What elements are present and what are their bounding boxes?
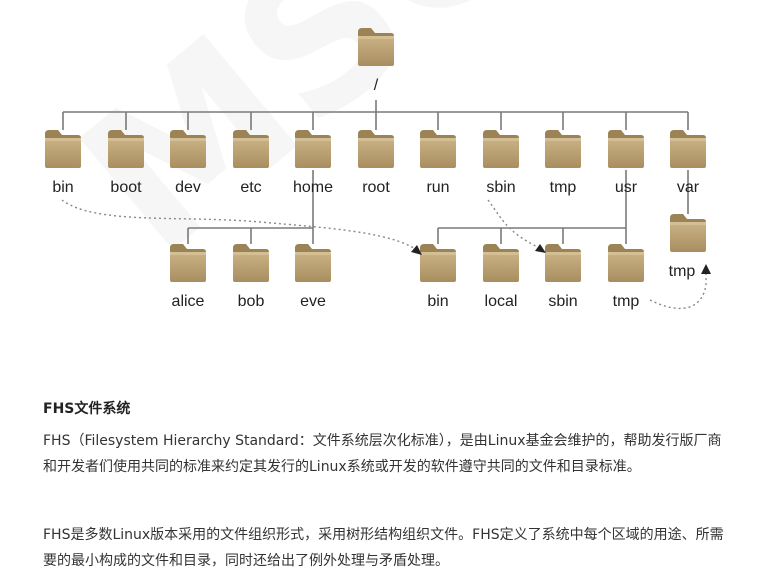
- folder-label: tmp: [669, 263, 696, 280]
- folder-label: run: [426, 179, 449, 196]
- folder-label: sbin: [548, 293, 577, 310]
- folder-icon: [108, 130, 144, 168]
- folder-icon: [545, 130, 581, 168]
- folder-label: alice: [172, 293, 205, 310]
- folder-label: dev: [175, 179, 201, 196]
- folder-icon: [295, 244, 331, 282]
- folder-label: sbin: [486, 179, 515, 196]
- link-bin-to-usr-bin: [61, 199, 418, 251]
- folder-icon: [420, 130, 456, 168]
- folder-icon: [45, 130, 81, 168]
- folder-label: local: [485, 293, 518, 310]
- folder-home[interactable]: home: [293, 130, 333, 196]
- folder-run[interactable]: run: [420, 130, 456, 196]
- folder-icon: [608, 130, 644, 168]
- folder-label: eve: [300, 293, 326, 310]
- folder-icon: [170, 130, 206, 168]
- folder-icon: [670, 130, 706, 168]
- paragraph-fhs-definition: FHS（Filesystem Hierarchy Standard：文件系统层次…: [43, 433, 722, 475]
- folder-label: bob: [238, 293, 265, 310]
- folder-icon: [545, 244, 581, 282]
- folder-label: etc: [240, 179, 261, 196]
- folder-root[interactable]: root: [358, 130, 394, 196]
- folder-label: boot: [110, 179, 142, 196]
- folder-sbin[interactable]: sbin: [483, 130, 519, 196]
- section-heading: FHS文件系统: [43, 401, 131, 417]
- paragraph-fhs-usage: FHS是多数Linux版本采用的文件组织形式，采用树形结构组织文件。FHS定义了…: [43, 527, 724, 569]
- folder-usr-sbin[interactable]: sbin: [545, 244, 581, 310]
- folder-icon: [295, 130, 331, 168]
- folder-label: bin: [52, 179, 73, 196]
- folder-label: tmp: [550, 179, 577, 196]
- folder-icon: [483, 244, 519, 282]
- folder-usr[interactable]: usr: [608, 130, 644, 196]
- link-usr-tmp-to-var-tmp: [649, 272, 707, 310]
- folder-icon: [420, 244, 456, 282]
- arrow-bin: [411, 245, 422, 255]
- folder-etc[interactable]: etc: [233, 130, 269, 196]
- folder-var-tmp[interactable]: tmp: [669, 214, 706, 280]
- fhs-tree-diagram: / bin boot dev etc home root run sbin tmp usr var al…: [45, 28, 711, 310]
- folder-icon: [233, 244, 269, 282]
- folder-label: tmp: [613, 293, 640, 310]
- folder-icon: [233, 130, 269, 168]
- folder-label: home: [293, 179, 333, 196]
- folder-usr-tmp[interactable]: tmp: [608, 244, 644, 310]
- folder-tmp[interactable]: tmp: [545, 130, 581, 196]
- folder-home-bob[interactable]: bob: [233, 244, 269, 310]
- folder-icon: [358, 28, 394, 66]
- folder-var[interactable]: var: [670, 130, 706, 196]
- folder-label: bin: [427, 293, 448, 310]
- folder-icon: [358, 130, 394, 168]
- folder-home-alice[interactable]: alice: [170, 244, 206, 310]
- folder-label: var: [677, 179, 700, 196]
- folder-icon: [170, 244, 206, 282]
- folder-home-eve[interactable]: eve: [295, 244, 331, 310]
- folder-usr-local[interactable]: local: [483, 244, 519, 310]
- folder-usr-bin[interactable]: bin: [420, 244, 456, 310]
- folder-bin[interactable]: bin: [45, 130, 81, 196]
- arrow-sbin: [535, 244, 546, 253]
- folder-icon: [483, 130, 519, 168]
- link-sbin-to-usr-sbin: [487, 199, 541, 249]
- folder-boot[interactable]: boot: [108, 130, 144, 196]
- folder-label: usr: [615, 179, 638, 196]
- folder-icon: [670, 214, 706, 252]
- folder-label: root: [362, 179, 390, 196]
- folder-label: /: [374, 77, 379, 94]
- arrow-tmp: [701, 264, 711, 274]
- folder-root[interactable]: /: [358, 28, 394, 94]
- folder-dev[interactable]: dev: [170, 130, 206, 196]
- folder-icon: [608, 244, 644, 282]
